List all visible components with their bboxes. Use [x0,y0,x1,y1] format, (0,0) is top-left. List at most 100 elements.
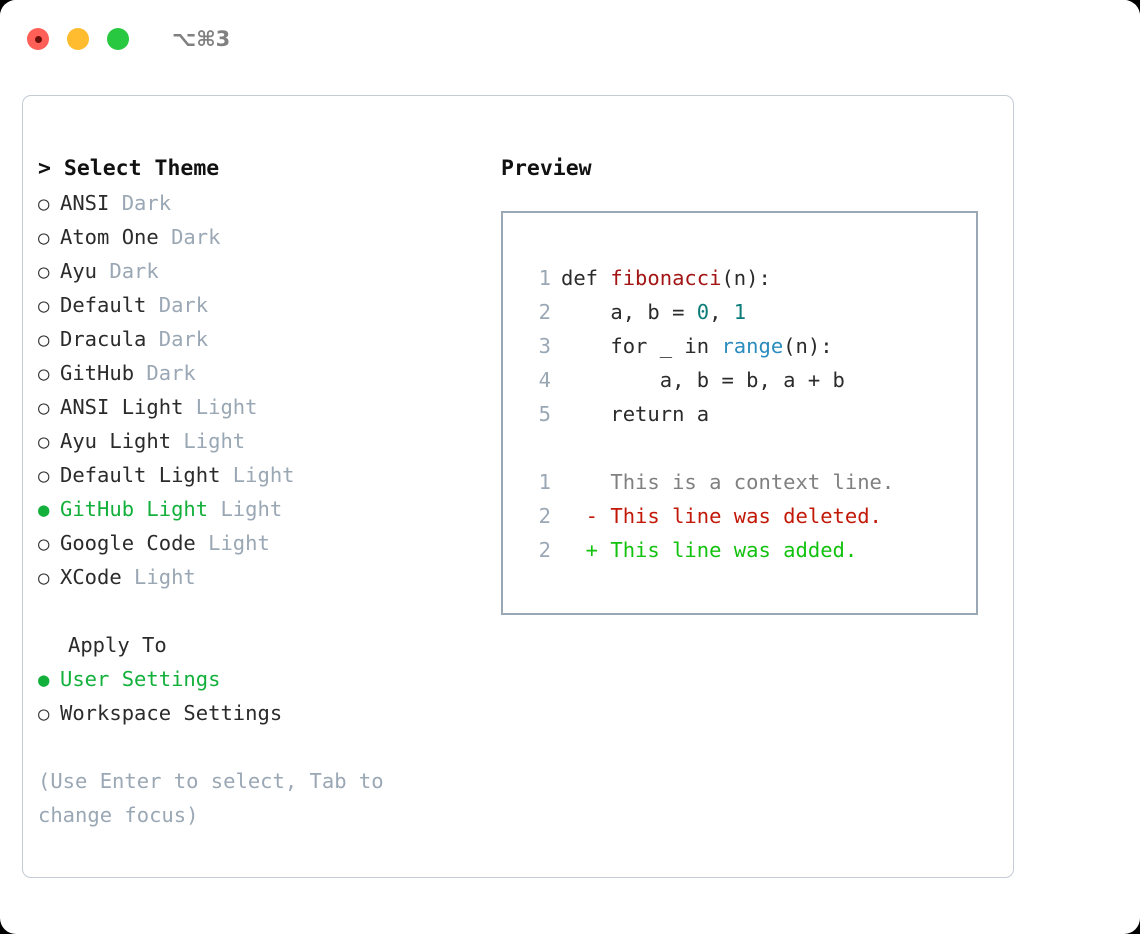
code-token-plain: for _ in [561,334,722,358]
apply-to-option-name: Workspace Settings [60,701,283,725]
theme-option-ayu-light[interactable]: ○ Ayu Light Light [38,424,478,458]
code-line: 1 def fibonacci(n): [523,261,976,295]
line-number: 2 [538,538,551,562]
apply-to-header: Apply To [68,633,167,657]
diff-text: This is a context line. [610,470,895,494]
code-token-plain: , [709,300,734,324]
list-spacer [38,594,478,628]
line-number: 4 [538,368,551,392]
radio-unselected-icon: ○ [38,295,50,317]
theme-option-ayu[interactable]: ○ Ayu Dark [38,254,478,288]
code-diff-separator [523,431,976,465]
radio-unselected-icon: ○ [38,431,50,453]
diff-marker [561,465,610,499]
theme-option-default[interactable]: ○ Default Dark [38,288,478,322]
code-token-plain: a, b = [561,300,697,324]
theme-option-badge: Dark [158,225,221,249]
code-token-plain: a, b = b, a + b [561,368,845,392]
theme-option-name: GitHub Light [60,497,209,521]
theme-option-badge: Dark [146,327,209,351]
theme-option-xcode[interactable]: ○ XCode Light [38,560,478,594]
theme-option-name: ANSI [60,191,110,215]
theme-option-github[interactable]: ○ GitHub Dark [38,356,478,390]
theme-option-list: ○ANSI Dark○Atom One Dark○Ayu Dark○Defaul… [38,186,478,594]
theme-option-name: Google Code [60,531,196,555]
theme-option-badge: Light [195,531,270,555]
diff-line-context: 1 This is a context line. [523,465,976,499]
radio-unselected-icon: ○ [38,261,50,283]
radio-unselected-icon: ○ [38,533,50,555]
theme-option-name: Default Light [60,463,221,487]
code-token-plain: (n): [721,266,771,290]
radio-unselected-icon: ○ [38,703,50,725]
theme-option-badge: Dark [97,259,159,283]
code-line: 2 a, b = 0, 1 [523,295,976,329]
theme-option-ansi-light[interactable]: ○ANSI Light Light [38,390,478,424]
code-line: 4 a, b = b, a + b [523,363,976,397]
theme-option-badge: Light [171,429,246,453]
theme-option-name: Ayu [60,259,98,283]
zoom-button[interactable] [107,28,129,50]
theme-option-github-light[interactable]: ● GitHub Light Light [38,492,478,526]
keyboard-shortcut-label: ⌥⌘3 [172,27,231,51]
preview-title: Preview [501,156,592,181]
radio-unselected-icon: ○ [38,193,50,215]
theme-option-name: XCode [60,565,122,589]
code-token-num: 1 [733,300,747,324]
line-number: 5 [538,402,551,426]
minimize-button[interactable] [67,28,89,50]
diff-text: This line was deleted. [610,504,882,528]
radio-unselected-icon: ○ [38,363,50,385]
radio-unselected-icon: ○ [38,567,50,589]
theme-option-dracula[interactable]: ○Dracula Dark [38,322,478,356]
code-token-fn: fibonacci [610,266,722,290]
code-token-call: range [721,334,784,358]
theme-option-badge: Light [208,497,283,521]
theme-option-badge: Light [183,395,258,419]
close-button[interactable] [27,28,49,50]
apply-to-option-list: ● User Settings ○ Workspace Settings [38,662,478,730]
apply-to-option-name: User Settings [60,667,221,691]
theme-option-badge: Dark [109,191,172,215]
diff-line-added: 2 + This line was added. [523,533,976,567]
line-number: 2 [538,300,551,324]
diff-marker: - [561,504,611,528]
code-token-plain: def [561,266,611,290]
theme-option-name: Default [60,293,147,317]
theme-option-ansi[interactable]: ○ ANSI Dark [38,186,478,220]
theme-option-google-code[interactable]: ○ Google Code Light [38,526,478,560]
theme-picker-column: > Select Theme ○ANSI Dark○Atom One Dark○… [38,152,478,832]
keyboard-hint-text: (Use Enter to select, Tab to change focu… [38,769,384,827]
radio-unselected-icon: ○ [38,465,50,487]
theme-option-name: GitHub [60,361,135,385]
theme-option-atom-one[interactable]: ○Atom One Dark [38,220,478,254]
title-bar: ⌥⌘3 [0,0,1140,78]
content-panel: > Select Theme ○ANSI Dark○Atom One Dark○… [22,95,1014,878]
code-line: 3 for _ in range(n): [523,329,976,363]
radio-selected-icon: ● [38,499,50,521]
line-number: 1 [538,266,551,290]
diff-marker: + [561,538,611,562]
theme-option-name: Ayu Light [60,429,172,453]
theme-option-name: Atom One [60,225,159,249]
theme-option-name: Dracula [60,327,147,351]
code-token-num: 0 [696,300,710,324]
apply-to-option-user-settings[interactable]: ● User Settings [38,662,478,696]
line-number: 1 [538,470,551,494]
line-number: 3 [538,334,551,358]
theme-option-badge: Dark [134,361,196,385]
code-line: 5 return a [523,397,976,431]
diff-text: This line was added. [610,538,858,562]
theme-option-default-light[interactable]: ○Default Light Light [38,458,478,492]
code-token-plain: (n): [783,334,833,358]
diff-line-deleted: 2 - This line was deleted. [523,499,976,533]
radio-selected-icon: ● [38,669,50,691]
theme-option-badge: Light [121,565,196,589]
theme-option-badge: Dark [146,293,209,317]
select-theme-header: > Select Theme [38,156,220,181]
apply-to-option-workspace-settings[interactable]: ○ Workspace Settings [38,696,478,730]
